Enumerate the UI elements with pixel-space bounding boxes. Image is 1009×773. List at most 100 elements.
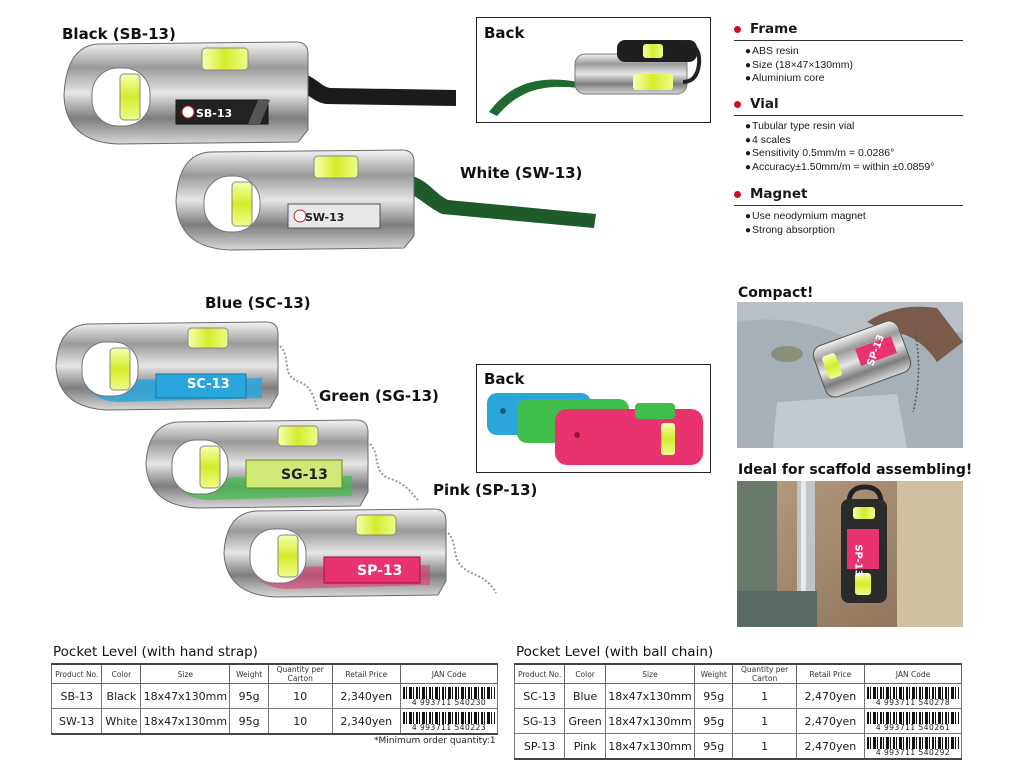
minimum-order-note: *Minimum order quantity:1: [374, 736, 496, 746]
cell: SC-13: [513, 683, 566, 709]
barcode-icon: 4 993711 540278: [867, 686, 959, 707]
cell: SB-13: [50, 683, 103, 709]
cell: 4 993711 540230: [400, 683, 498, 709]
white-product-label: White (SW-13): [460, 164, 583, 182]
cell: SP-13: [513, 733, 566, 760]
barcode-icon: 4 993711 540223: [403, 711, 495, 732]
white-level-image: [175, 149, 596, 251]
back-label-mid: Back: [484, 370, 525, 388]
table-row: SC-13 Blue 18x47x130mm 95g 1 2,470yen 4 …: [513, 683, 962, 709]
bullet-dot-icon: [734, 100, 741, 108]
cell: 4 993711 540261: [864, 708, 962, 734]
cell: 4 993711 540292: [864, 733, 962, 760]
cell: White: [101, 708, 142, 735]
cell: 2,470yen: [795, 683, 866, 709]
blue-level-plate: SC-13: [187, 377, 230, 392]
cell: 18x47x130mm: [140, 683, 231, 709]
cell: 18x47x130mm: [605, 733, 695, 760]
strap-table: Product No. Color Size Weight Quantity p…: [50, 663, 498, 735]
cell: 1: [732, 733, 797, 760]
col-size: Size: [605, 663, 695, 684]
spec-vial-section: Vial Tubular type resin vial 4 scales Se…: [734, 96, 963, 174]
compact-heading: Compact!: [738, 285, 814, 301]
spec-frame-section: Frame ABS resin Size (18×47×130mm) Alumi…: [734, 21, 963, 86]
chain-table: Product No. Color Size Weight Quantity p…: [513, 663, 962, 760]
spec-frame-heading: Frame: [734, 21, 963, 37]
cell: 10: [267, 683, 333, 709]
cell: 1: [732, 708, 797, 734]
cell: 10: [267, 708, 333, 735]
barcode-icon: 4 993711 540292: [867, 736, 959, 757]
table-row: SB-13 Black 18x47x130mm 95g 10 2,340yen …: [50, 683, 498, 709]
spec-item: Aluminium core: [745, 72, 963, 86]
spec-item: ABS resin: [745, 45, 963, 59]
col-jan: JAN Code: [400, 663, 498, 684]
spec-item: Size (18×47×130mm): [745, 59, 963, 73]
col-quantity: Quantity per Carton: [267, 663, 333, 684]
black-level-image: [63, 41, 456, 145]
green-level-image: [145, 419, 419, 509]
col-color: Color: [564, 663, 607, 684]
spec-frame-title: Frame: [750, 21, 798, 37]
cell: SW-13: [50, 708, 103, 735]
cell: 18x47x130mm: [605, 708, 695, 734]
bullet-dot-icon: [734, 25, 741, 33]
cell: Blue: [564, 683, 607, 709]
col-quantity: Quantity per Carton: [732, 663, 797, 684]
jan-code: 4 993711 540261: [867, 723, 959, 732]
spec-item: Tubular type resin vial: [745, 120, 963, 134]
spec-item: Sensitivity 0.5mm/m = 0.0286°: [745, 147, 963, 161]
col-product-no: Product No.: [50, 663, 103, 684]
jan-code: 4 993711 540292: [867, 748, 959, 757]
cell: SG-13: [513, 708, 566, 734]
cell: Pink: [564, 733, 607, 760]
cell: 95g: [693, 733, 734, 760]
white-level-plate: SW-13: [305, 211, 345, 224]
jan-code: 4 993711 540230: [403, 698, 495, 707]
spec-magnet-title: Magnet: [750, 186, 808, 202]
black-product-label: Black (SB-13): [62, 25, 176, 43]
cell: 95g: [693, 708, 734, 734]
back-view-image-top: [489, 40, 702, 116]
cell: 18x47x130mm: [605, 683, 695, 709]
spec-vial-title: Vial: [750, 96, 779, 112]
strap-table-title: Pocket Level (with hand strap): [53, 644, 258, 660]
back-view-box-mid: Back: [476, 364, 711, 473]
green-level-plate: SG-13: [281, 467, 328, 483]
pink-product-label: Pink (SP-13): [433, 481, 538, 499]
cell: 2,340yen: [331, 683, 402, 709]
col-price: Retail Price: [795, 663, 866, 684]
pink-level-image: [223, 508, 497, 598]
spec-item: Use neodymium magnet: [745, 210, 963, 224]
pink-level-plate: SP-13: [357, 563, 403, 579]
cell: Green: [564, 708, 607, 734]
col-weight: Weight: [229, 663, 269, 684]
cell: 2,340yen: [331, 708, 402, 735]
cell: 2,470yen: [795, 733, 866, 760]
blue-product-label: Blue (SC-13): [205, 294, 311, 312]
divider: [734, 115, 963, 116]
spec-item: 4 scales: [745, 134, 963, 148]
spec-magnet-section: Magnet Use neodymium magnet Strong absor…: [734, 186, 963, 237]
col-weight: Weight: [693, 663, 734, 684]
col-color: Color: [101, 663, 142, 684]
back-view-box-top: Back: [476, 17, 711, 123]
divider: [734, 40, 963, 41]
table-row: SG-13 Green 18x47x130mm 95g 1 2,470yen 4…: [513, 708, 962, 734]
cell: 95g: [693, 683, 734, 709]
cell: 4 993711 540278: [864, 683, 962, 709]
jan-code: 4 993711 540278: [867, 698, 959, 707]
chain-table-title: Pocket Level (with ball chain): [516, 644, 714, 660]
cell: 1: [732, 683, 797, 709]
col-price: Retail Price: [331, 663, 402, 684]
table-row: SW-13 White 18x47x130mm 95g 10 2,340yen …: [50, 708, 498, 735]
spec-item: Accuracy±1.50mm/m = within ±0.0859°: [745, 161, 963, 175]
black-level-plate: SB-13: [196, 107, 233, 120]
col-size: Size: [140, 663, 231, 684]
table-row: SP-13 Pink 18x47x130mm 95g 1 2,470yen 4 …: [513, 733, 962, 760]
divider: [734, 205, 963, 206]
green-product-label: Green (SG-13): [319, 387, 439, 405]
cell: 18x47x130mm: [140, 708, 231, 735]
compact-photo: [737, 302, 963, 448]
spec-vial-heading: Vial: [734, 96, 963, 112]
